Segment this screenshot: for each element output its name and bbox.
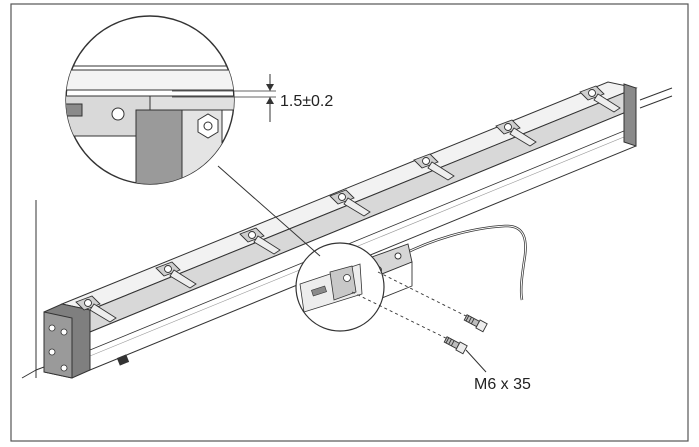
figure-frame bbox=[10, 3, 689, 442]
detail-circle-gap bbox=[65, 15, 276, 185]
clamp bbox=[239, 227, 281, 255]
clamp bbox=[579, 85, 621, 113]
mounting-surface bbox=[21, 87, 673, 379]
screw-spec-label: M6 x 35 bbox=[474, 376, 531, 393]
gap-dimension-label: 1.5±0.2 bbox=[280, 93, 333, 110]
leader-line bbox=[217, 165, 321, 257]
screw-label-leader bbox=[465, 349, 487, 373]
right-end-cap bbox=[623, 83, 637, 147]
clamp bbox=[495, 119, 537, 147]
screws bbox=[443, 314, 488, 355]
screw-paths bbox=[351, 271, 483, 345]
detail-circle-scanning-head bbox=[295, 242, 385, 332]
clamp bbox=[413, 153, 455, 181]
mounting-clamps bbox=[75, 85, 621, 323]
clamp bbox=[329, 189, 371, 217]
clamp bbox=[75, 295, 117, 323]
clamp bbox=[155, 261, 197, 289]
cable bbox=[399, 224, 527, 301]
